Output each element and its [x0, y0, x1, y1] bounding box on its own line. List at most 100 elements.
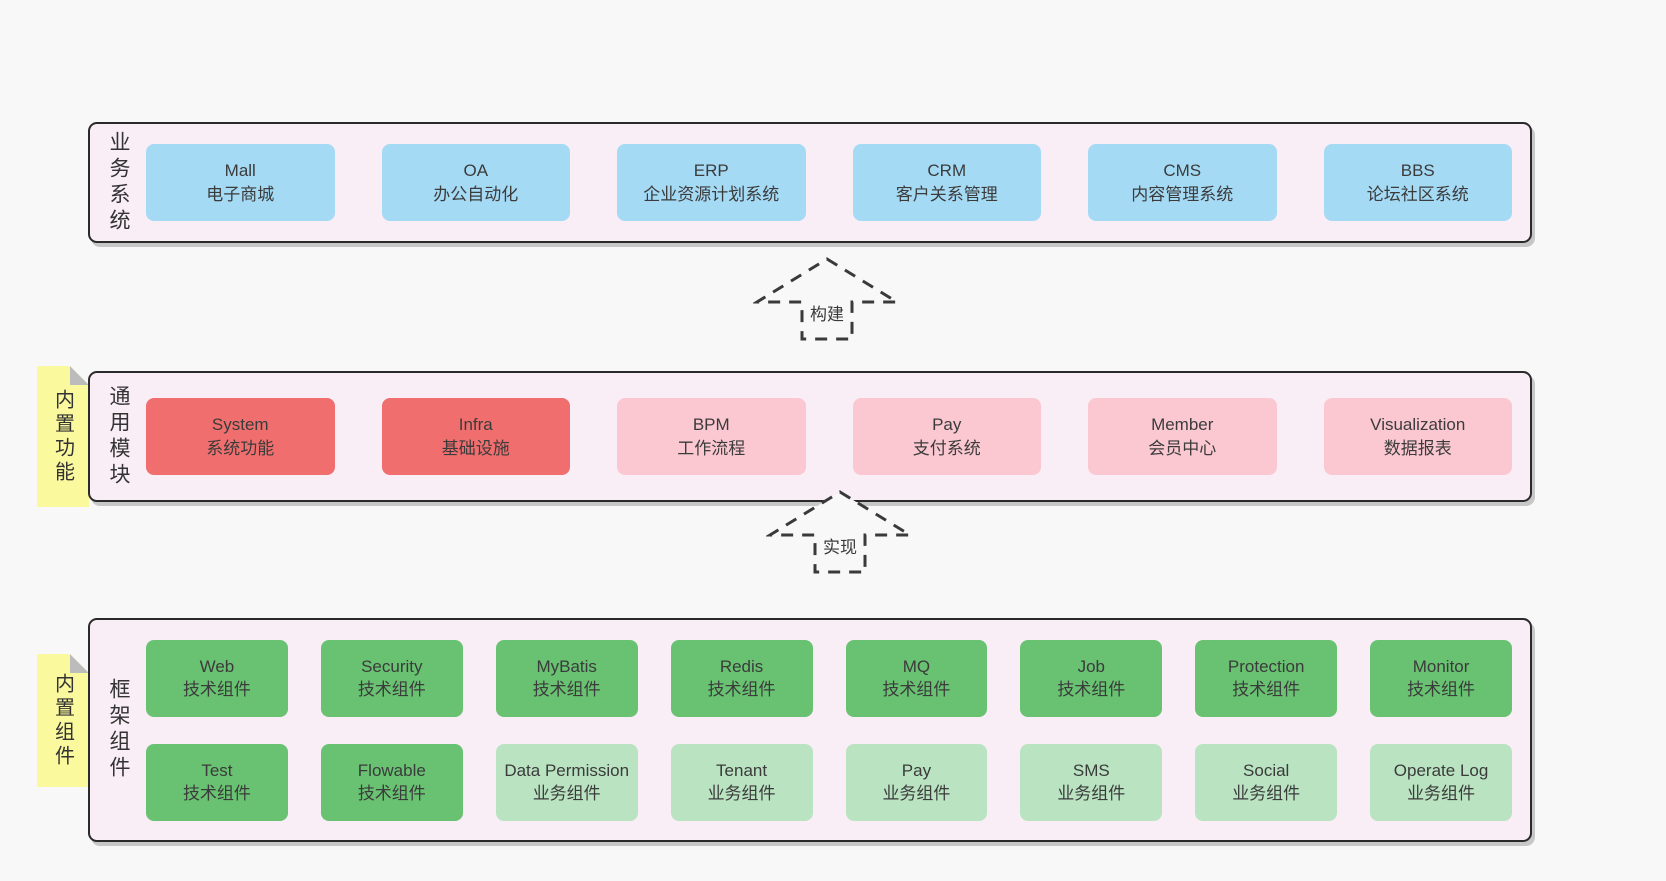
box-title: Redis [719, 656, 764, 676]
box-title: Pay [932, 415, 962, 435]
box-title: Operate Log [1393, 760, 1489, 780]
box-subtitle: 技术组件 [1407, 680, 1476, 699]
business-box-grid: Mall 电子商城 OA 办公自动化 ERP 企业资源计划系统 CRM 客户关系… [146, 144, 1512, 221]
box-title: MQ [902, 656, 931, 676]
box-title: SMS [1072, 760, 1110, 780]
box-erp: ERP 企业资源计划系统 [617, 144, 806, 221]
box-social: Social 业务组件 [1195, 743, 1338, 821]
box-subtitle: 办公自动化 [433, 184, 519, 204]
box-mybatis: MyBatis 技术组件 [495, 639, 638, 717]
box-subtitle: 技术组件 [882, 680, 951, 699]
box-security: Security 技术组件 [320, 639, 463, 717]
box-title: CMS [1163, 161, 1202, 181]
box-title: BPM [692, 415, 730, 435]
box-title: Tenant [716, 760, 768, 780]
components-box-grid: Web 技术组件 Security 技术组件 MyBatis 技术组件 Redi… [146, 639, 1512, 821]
box-subtitle: 业务组件 [882, 784, 951, 803]
tab-label: 内置组件 [51, 672, 74, 769]
box-subtitle: 系统功能 [206, 438, 275, 458]
box-bbs: BBS 论坛社区系统 [1323, 144, 1512, 221]
box-subtitle: 技术组件 [357, 680, 426, 699]
box-title: Mall [224, 161, 256, 181]
box-title: Monitor [1412, 656, 1470, 676]
box-member: Member 会员中心 [1088, 398, 1277, 475]
box-title: MyBatis [536, 656, 597, 676]
box-pay: Pay 支付系统 [852, 398, 1041, 475]
box-subtitle: 业务组件 [1057, 784, 1126, 803]
box-crm: CRM 客户关系管理 [852, 144, 1041, 221]
box-subtitle: 支付系统 [912, 438, 981, 458]
box-mall: Mall 电子商城 [146, 144, 335, 221]
box-title: CRM [927, 161, 967, 181]
box-subtitle: 电子商城 [206, 184, 275, 204]
box-oa: OA 办公自动化 [381, 144, 570, 221]
box-subtitle: 技术组件 [357, 784, 426, 803]
box-title: Job [1077, 656, 1106, 676]
box-title: Pay [901, 760, 932, 780]
arrow-implement-icon: 实现 [766, 490, 914, 574]
box-subtitle: 技术组件 [1057, 680, 1126, 699]
box-subtitle: 技术组件 [1232, 680, 1301, 699]
arrow-build-label: 构建 [810, 305, 844, 324]
box-title: Data Permission [504, 760, 630, 780]
box-job: Job 技术组件 [1020, 639, 1163, 717]
box-subtitle: 技术组件 [182, 680, 251, 699]
box-subtitle: 业务组件 [1232, 784, 1301, 803]
box-title: Protection [1227, 656, 1305, 676]
box-title: Security [361, 656, 423, 676]
box-system: System 系统功能 [146, 398, 335, 475]
section-business-systems: 业务系统 Mall 电子商城 OA 办公自动化 ERP 企业资源计划系统 CRM… [88, 122, 1532, 243]
section-common-modules: 通用模块 System 系统功能 Infra 基础设施 BPM 工作流程 Pay… [88, 371, 1532, 502]
box-bpm: BPM 工作流程 [617, 398, 806, 475]
tab-label: 内置功能 [51, 388, 74, 485]
box-title: OA [463, 161, 489, 181]
folded-corner-icon [70, 366, 89, 385]
box-subtitle: 技术组件 [182, 784, 251, 803]
arrow-build-icon: 构建 [753, 257, 901, 341]
box-subtitle: 基础设施 [441, 438, 510, 458]
box-subtitle: 会员中心 [1148, 438, 1217, 458]
folded-corner-icon [70, 654, 89, 673]
sticky-tab-built-in-components: 内置组件 [37, 654, 89, 787]
box-subtitle: 业务组件 [532, 784, 601, 803]
box-pay-component: Pay 业务组件 [845, 743, 988, 821]
modules-box-grid: System 系统功能 Infra 基础设施 BPM 工作流程 Pay 支付系统… [146, 398, 1512, 475]
box-title: Infra [458, 415, 493, 435]
box-subtitle: 数据报表 [1383, 438, 1452, 458]
box-protection: Protection 技术组件 [1195, 639, 1338, 717]
box-subtitle: 内容管理系统 [1131, 184, 1234, 204]
box-flowable: Flowable 技术组件 [320, 743, 463, 821]
box-web: Web 技术组件 [146, 639, 288, 717]
box-data-permission: Data Permission 业务组件 [495, 743, 638, 821]
box-title: Flowable [357, 760, 426, 780]
box-tenant: Tenant 业务组件 [670, 743, 813, 821]
box-subtitle: 工作流程 [677, 438, 746, 458]
box-operate-log: Operate Log 业务组件 [1370, 743, 1512, 821]
box-monitor: Monitor 技术组件 [1370, 639, 1512, 717]
box-cms: CMS 内容管理系统 [1088, 144, 1277, 221]
box-title: Test [201, 760, 233, 780]
box-redis: Redis 技术组件 [670, 639, 813, 717]
section-framework-components: 框架组件 Web 技术组件 Security 技术组件 MyBatis 技术组件… [88, 618, 1532, 842]
box-title: Member [1151, 415, 1214, 435]
sticky-tab-built-in-features: 内置功能 [37, 366, 89, 507]
box-subtitle: 业务组件 [1407, 784, 1476, 803]
box-title: BBS [1400, 161, 1435, 181]
box-title: Web [199, 656, 235, 676]
box-subtitle: 客户关系管理 [895, 184, 998, 204]
box-subtitle: 业务组件 [707, 784, 776, 803]
box-subtitle: 论坛社区系统 [1366, 184, 1469, 204]
box-subtitle: 技术组件 [707, 680, 776, 699]
section-label-components: 框架组件 [107, 678, 130, 782]
box-infra: Infra 基础设施 [381, 398, 570, 475]
box-title: ERP [693, 161, 729, 181]
box-title: Social [1243, 760, 1290, 780]
box-mq: MQ 技术组件 [845, 639, 988, 717]
box-title: Visualization [1370, 415, 1466, 435]
arrow-implement-label: 实现 [823, 538, 857, 557]
box-subtitle: 技术组件 [532, 680, 601, 699]
box-sms: SMS 业务组件 [1020, 743, 1163, 821]
box-test: Test 技术组件 [146, 743, 288, 821]
box-title: System [211, 415, 269, 435]
